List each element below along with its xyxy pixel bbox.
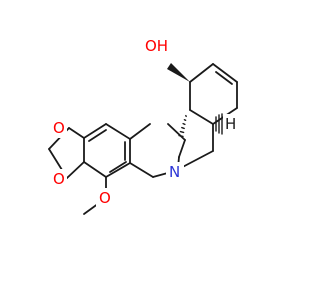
bond [212, 63, 238, 83]
bond [105, 162, 131, 178]
hash-bond [179, 130, 185, 134]
wedge-bond [167, 63, 190, 82]
bond [66, 161, 85, 179]
methoxy-oxygen-label: O [99, 189, 111, 207]
single-bonds [48, 63, 238, 215]
double-bonds [88, 63, 238, 173]
nitrogen-label: N [169, 163, 180, 181]
hash-bond [182, 122, 186, 126]
molecule-structure: OH O O O N H [48, 36, 238, 215]
bond [129, 162, 154, 178]
bond [189, 63, 214, 83]
bond [167, 123, 186, 141]
hash-bond [183, 118, 187, 122]
bond [83, 161, 107, 178]
hash-bond [178, 134, 184, 138]
bond [129, 123, 151, 140]
hydroxyl-label: OH [145, 37, 168, 55]
bond [189, 109, 214, 125]
bond [83, 123, 107, 139]
dioxole-oxygen-upper-label: O [53, 119, 65, 137]
bond [88, 129, 107, 142]
bond [178, 139, 186, 158]
hydrogen-label: H [225, 115, 236, 133]
stereo-bonds [167, 63, 223, 138]
bond [109, 161, 127, 173]
hash-bond [181, 126, 185, 130]
atom-labels: OH O O O N H [50, 36, 237, 208]
bond [105, 123, 131, 140]
bond [68, 127, 85, 139]
bond [215, 71, 233, 85]
dioxole-oxygen-lower-label: O [53, 170, 65, 188]
